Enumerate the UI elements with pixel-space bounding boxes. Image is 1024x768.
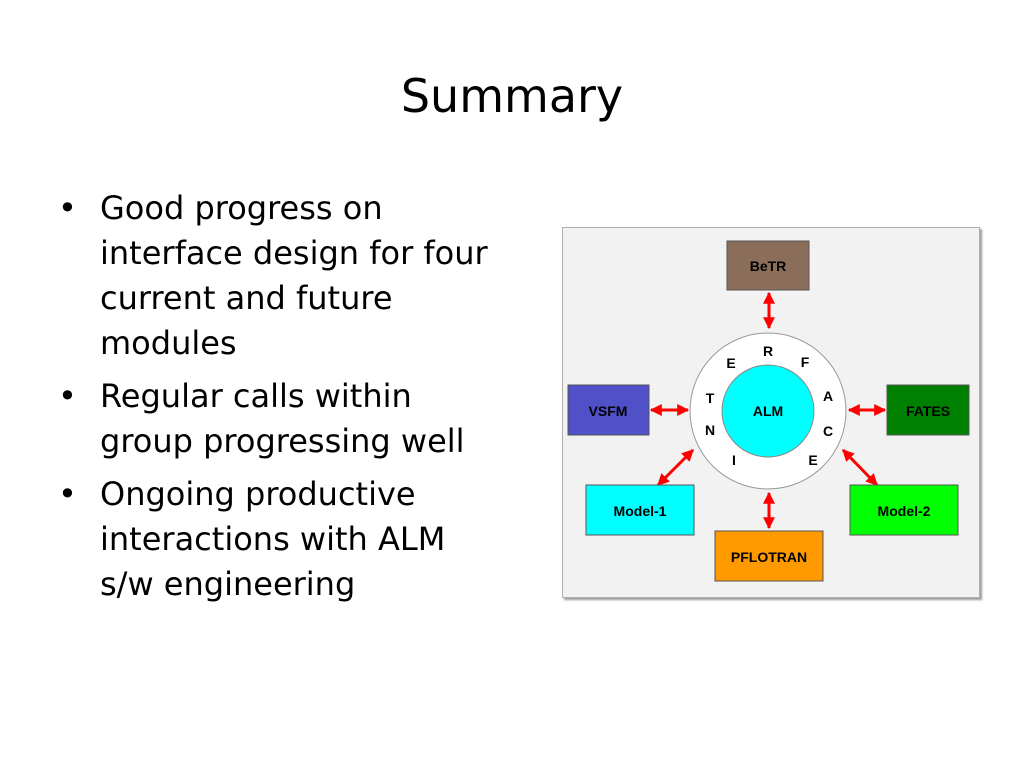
ring-letter: R bbox=[763, 343, 773, 359]
slide-title: Summary bbox=[400, 69, 624, 123]
fates-label: FATES bbox=[906, 403, 950, 419]
bullet-item: • Good progress on interface design for … bbox=[58, 186, 498, 366]
bullet-marker: • bbox=[58, 189, 77, 227]
pflotran-box bbox=[714, 530, 824, 582]
ring-letter: N bbox=[705, 422, 715, 438]
ring-letter: F bbox=[801, 354, 810, 370]
betr-box bbox=[726, 240, 810, 291]
model1-box bbox=[585, 484, 695, 536]
bullet-item: • Regular calls within group progressing… bbox=[58, 374, 498, 464]
vsfm-box bbox=[567, 384, 650, 436]
model2-label: Model-2 bbox=[878, 503, 931, 519]
ring-letter: I bbox=[732, 452, 736, 468]
diagram-panel: ALM R F A C E I N T E BeTR VSFM FATES Mo… bbox=[562, 227, 980, 598]
bullet-list: • Good progress on interface design for … bbox=[58, 186, 498, 615]
arrow-model1-alm bbox=[656, 448, 695, 487]
ring-letter: A bbox=[823, 388, 833, 404]
ring-letter: E bbox=[808, 452, 817, 468]
pflotran-label: PFLOTRAN bbox=[731, 549, 807, 565]
ring-letter: C bbox=[823, 423, 833, 439]
ring-letter: E bbox=[726, 355, 735, 371]
architecture-diagram: ALM R F A C E I N T E BeTR VSFM FATES Mo… bbox=[567, 240, 970, 582]
ring-letter: T bbox=[706, 390, 715, 406]
model2-box bbox=[849, 484, 959, 536]
bullet-text: Good progress on interface design for fo… bbox=[100, 189, 488, 362]
bullet-marker: • bbox=[58, 377, 77, 415]
vsfm-label: VSFM bbox=[589, 403, 628, 419]
bullet-text: Ongoing productive interactions with ALM… bbox=[100, 475, 446, 603]
betr-label: BeTR bbox=[750, 258, 787, 274]
bullet-text: Regular calls within group progressing w… bbox=[100, 377, 465, 460]
alm-label: ALM bbox=[753, 403, 783, 419]
bullet-item: • Ongoing productive interactions with A… bbox=[58, 472, 498, 607]
fates-box bbox=[886, 384, 970, 436]
alm-core bbox=[721, 364, 815, 458]
model1-label: Model-1 bbox=[614, 503, 667, 519]
bullet-marker: • bbox=[58, 475, 77, 513]
arrow-model2-alm bbox=[841, 448, 879, 487]
